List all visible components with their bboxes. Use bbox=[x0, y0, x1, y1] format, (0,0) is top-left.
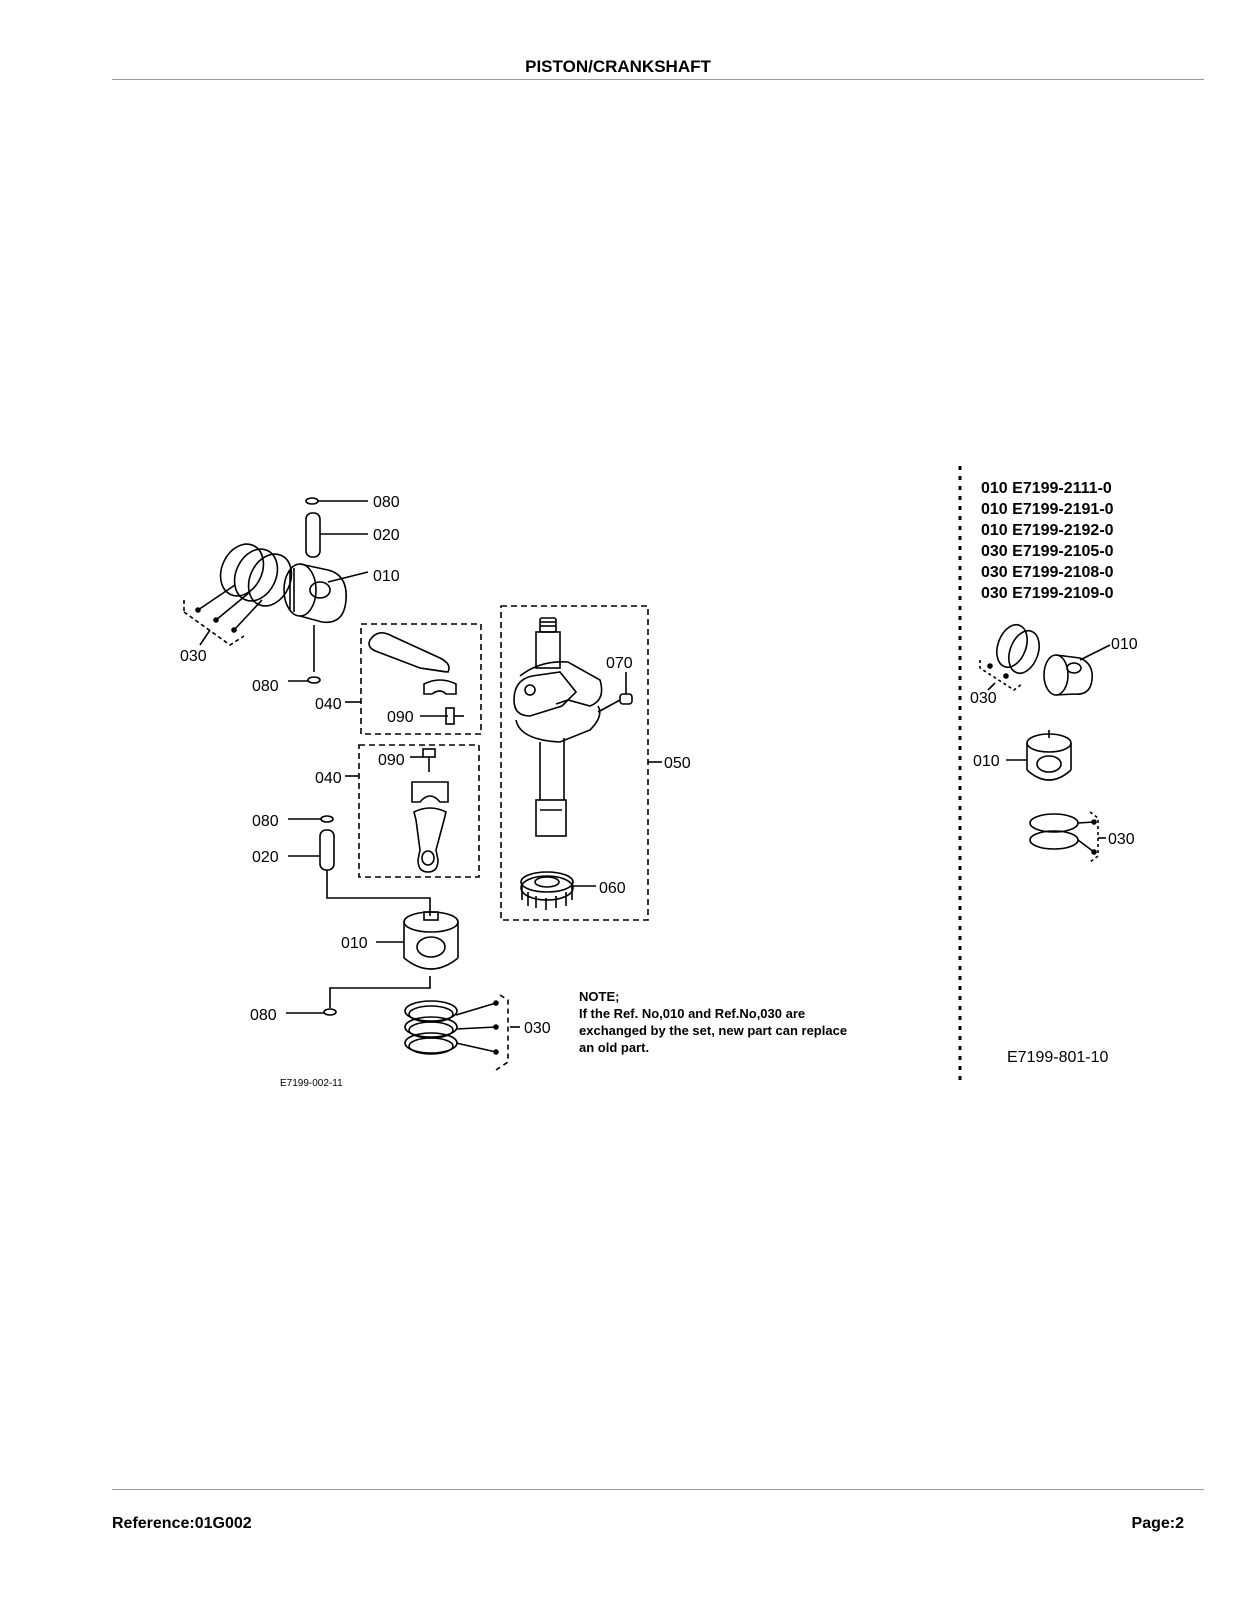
right-callout-010-top: 010 bbox=[1111, 636, 1138, 653]
right-callout-030-lower: 030 bbox=[1108, 831, 1135, 848]
piston-pin-part bbox=[305, 512, 321, 558]
note-line-1: If the Ref. No,010 and Ref.No,030 are bbox=[579, 1006, 805, 1021]
connecting-rod-2-part bbox=[411, 781, 449, 873]
connecting-rod-part bbox=[368, 632, 457, 695]
part-number-4: 030 E7199-2105-0 bbox=[981, 543, 1114, 560]
callout-030-top: 030 bbox=[180, 648, 207, 665]
note-line-2: exchanged by the set, new part can repla… bbox=[579, 1023, 847, 1038]
right-piston-group bbox=[979, 623, 1111, 863]
piston-2-part bbox=[403, 911, 459, 970]
conrod-box-1 bbox=[360, 623, 482, 735]
page-title: PISTON/CRANKSHAFT bbox=[525, 57, 711, 76]
footer-rule bbox=[112, 1489, 1204, 1490]
callout-030-lower: 030 bbox=[524, 1020, 551, 1037]
conrod-box-2 bbox=[358, 744, 480, 878]
conrod-bolt-part bbox=[420, 707, 464, 725]
crank-pin-part bbox=[619, 672, 633, 705]
part-number-3: 010 E7199-2192-0 bbox=[981, 522, 1114, 539]
callout-010-top: 010 bbox=[373, 568, 400, 585]
note-heading: NOTE; bbox=[579, 989, 619, 1004]
callout-080-mid: 080 bbox=[252, 678, 279, 695]
lower-piston-group bbox=[286, 815, 520, 1071]
crankshaft-part bbox=[513, 617, 603, 837]
piston-part bbox=[283, 563, 347, 624]
part-number-1: 010 E7199-2111-0 bbox=[981, 480, 1112, 497]
piston-rings-2-part bbox=[404, 1000, 458, 1055]
callout-040-lower: 040 bbox=[315, 770, 342, 787]
conrod-bolt-2-part bbox=[410, 748, 436, 772]
callout-080-top: 080 bbox=[373, 494, 400, 511]
callout-040-upper: 040 bbox=[315, 696, 342, 713]
callout-090-upper: 090 bbox=[387, 709, 414, 726]
header-rule bbox=[112, 79, 1204, 80]
circlip-part bbox=[305, 497, 319, 505]
callout-050: 050 bbox=[664, 755, 691, 772]
crankshaft-box bbox=[500, 605, 649, 921]
part-number-2: 010 E7199-2191-0 bbox=[981, 501, 1114, 518]
part-number-6: 030 E7199-2109-0 bbox=[981, 585, 1114, 602]
drawing-code-right: E7199-801-10 bbox=[1007, 1049, 1109, 1066]
right-callout-010-lower: 010 bbox=[973, 753, 1000, 770]
callout-020-lower: 020 bbox=[252, 849, 279, 866]
crank-gear-part bbox=[520, 871, 574, 910]
piston-pin-2-part bbox=[319, 829, 335, 871]
reference-code: Reference:01G002 bbox=[112, 1515, 252, 1532]
callout-020-top: 020 bbox=[373, 527, 400, 544]
upper-piston-group bbox=[183, 497, 369, 684]
callout-080-lower: 080 bbox=[252, 813, 279, 830]
page-number: Page:2 bbox=[1131, 1515, 1184, 1532]
part-number-5: 030 E7199-2108-0 bbox=[981, 564, 1114, 581]
callout-080-bottom: 080 bbox=[250, 1007, 277, 1024]
callout-070: 070 bbox=[606, 655, 633, 672]
callout-090-lower: 090 bbox=[378, 752, 405, 769]
note-line-3: an old part. bbox=[579, 1040, 649, 1055]
drawing-code-left: E7199-002-11 bbox=[280, 1078, 343, 1089]
callout-010-lower: 010 bbox=[341, 935, 368, 952]
callout-060: 060 bbox=[599, 880, 626, 897]
right-callout-030-top: 030 bbox=[970, 690, 997, 707]
